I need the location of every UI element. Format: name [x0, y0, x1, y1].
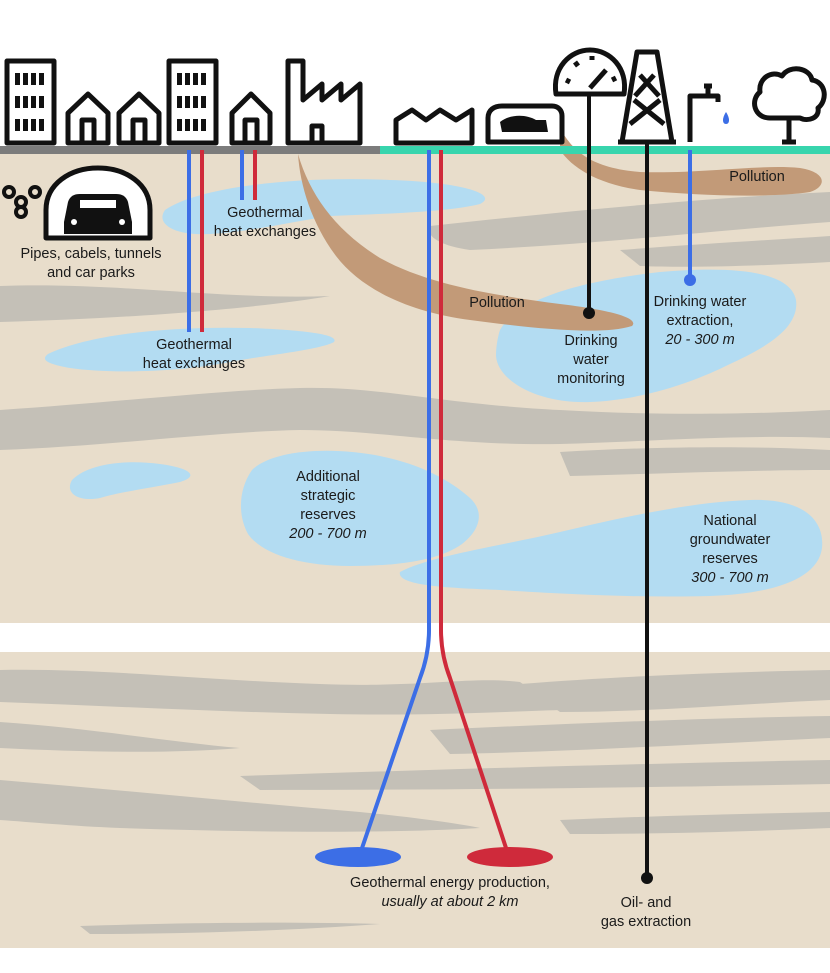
sediment-layer	[620, 236, 830, 267]
aquifer-national	[399, 499, 823, 597]
house-icon	[229, 91, 273, 146]
label-geothermal-upper-line1: Geothermal	[227, 205, 303, 221]
sediment-layer	[240, 760, 830, 790]
livestock-trailer-icon	[485, 103, 565, 145]
sediment-layer	[520, 670, 830, 712]
label-drinking-extraction-depth: 20 - 300 m	[665, 332, 735, 348]
pressure-gauge-icon	[552, 47, 628, 97]
label-drinking-extraction: Drinking water extraction, 20 - 300 m	[640, 293, 760, 350]
label-national-reserves-line1: National	[703, 513, 757, 529]
aquifer-small	[69, 462, 191, 500]
pollution-plume-middle	[298, 154, 634, 331]
label-geothermal-lower-line1: Geothermal	[156, 337, 232, 353]
label-geothermal-upper: Geothermal heat exchanges	[200, 204, 330, 242]
label-geothermal-lower-line2: heat exchanges	[142, 356, 246, 372]
drinking-water-pipe-end	[684, 274, 696, 286]
pollution-plume-right	[560, 128, 822, 196]
office-building-icon	[4, 58, 57, 146]
car-tunnel-icon	[43, 165, 153, 241]
aquifer-strategic	[240, 450, 479, 566]
oil-derrick-icon	[618, 49, 676, 145]
sediment-layer	[560, 812, 830, 834]
label-drinking-monitoring-line1: Drinking	[564, 333, 618, 349]
sediment-layer	[80, 922, 380, 934]
label-drinking-extraction-line1: Drinking water	[653, 294, 747, 310]
sediment-layer	[0, 722, 240, 752]
sediment-layer	[0, 780, 480, 832]
label-national-reserves-line3: reserves	[702, 551, 758, 567]
label-drinking-extraction-line2: extraction,	[666, 313, 734, 329]
label-geothermal-energy-line1: Geothermal energy production,	[350, 875, 550, 891]
label-geothermal-energy: Geothermal energy production, usually at…	[330, 874, 570, 912]
sediment-layer	[430, 716, 830, 754]
label-strategic-reserves-line3: reserves	[300, 507, 356, 523]
label-drinking-monitoring-line3: monitoring	[557, 371, 625, 387]
factory-icon	[285, 58, 363, 146]
cable-pipes-icon	[2, 185, 42, 219]
label-geothermal-energy-depth: usually at about 2 km	[381, 894, 519, 910]
label-pipes-cables: Pipes, cabels, tunnels and car parks	[8, 245, 174, 283]
label-pipes-cables-line2: and car parks	[47, 265, 135, 281]
sediment-layer	[560, 447, 830, 476]
label-national-reserves: National groundwater reserves 300 - 700 …	[670, 512, 790, 588]
label-national-reserves-line2: groundwater	[689, 532, 771, 548]
deep-geothermal-pipe-cold	[358, 150, 431, 855]
label-drinking-monitoring-line2: water	[573, 352, 609, 368]
water-tap-icon	[687, 83, 729, 142]
label-pollution-middle-text: Pollution	[469, 295, 525, 311]
label-geothermal-lower: Geothermal heat exchanges	[124, 336, 264, 374]
label-pollution-right-text: Pollution	[729, 169, 785, 185]
label-oil-gas-line2: gas extraction	[600, 914, 692, 930]
surface-rural	[380, 146, 830, 154]
sediment-layer	[0, 285, 330, 322]
oil-gas-pipe-end	[641, 872, 653, 884]
tree-icon	[752, 66, 827, 145]
house-icon	[65, 91, 111, 146]
label-strategic-reserves: Additional strategic reserves 200 - 700 …	[268, 468, 388, 544]
office-building-icon	[166, 58, 219, 146]
geothermal-reservoir-cold	[315, 847, 401, 867]
sediment-layer	[0, 387, 830, 450]
label-pollution-middle: Pollution	[452, 294, 542, 313]
label-pipes-cables-line1: Pipes, cabels, tunnels	[20, 246, 162, 262]
deep-geothermal-pipe-hot	[439, 150, 510, 855]
label-pollution-right: Pollution	[712, 168, 802, 187]
sediment-layer	[429, 192, 830, 250]
label-national-reserves-depth: 300 - 700 m	[691, 570, 769, 586]
label-strategic-reserves-depth: 200 - 700 m	[289, 526, 367, 542]
sediment-layer	[0, 669, 560, 715]
geothermal-reservoir-hot	[467, 847, 553, 867]
farm-building-icon	[393, 107, 475, 146]
label-drinking-monitoring: Drinking water monitoring	[536, 332, 646, 389]
label-geothermal-upper-line2: heat exchanges	[213, 224, 317, 240]
monitoring-pipe-end	[583, 307, 595, 319]
house-icon	[116, 91, 162, 146]
label-oil-gas: Oil- and gas extraction	[586, 894, 706, 932]
label-strategic-reserves-line1: Additional	[296, 469, 360, 485]
aquifer-geothermal-lower	[44, 327, 335, 372]
label-strategic-reserves-line2: strategic	[300, 488, 356, 504]
label-oil-gas-line1: Oil- and	[620, 895, 672, 911]
